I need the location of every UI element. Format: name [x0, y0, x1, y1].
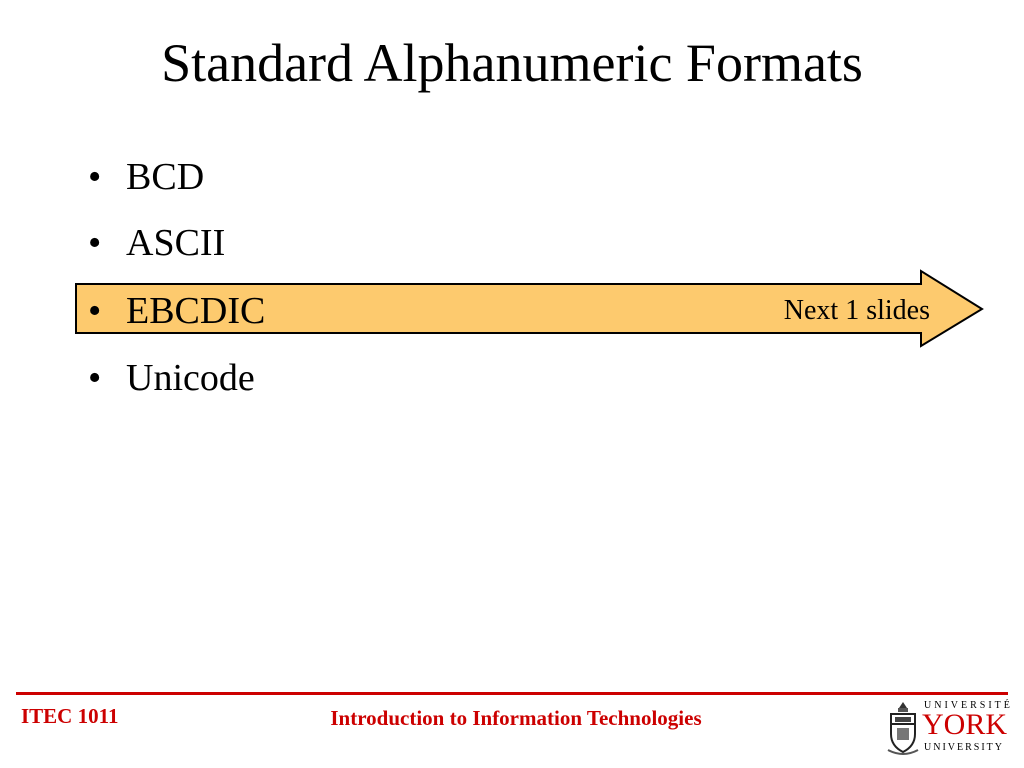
- logo-york-text: YORK: [922, 708, 1008, 741]
- next-slides-label: Next 1 slides: [783, 295, 930, 326]
- york-crest-icon: [887, 702, 919, 755]
- bullet-text: Unicode: [126, 357, 255, 399]
- logo-universite-text: UNIVERSITÉ: [924, 700, 1013, 711]
- york-university-logo: UNIVERSITÉ YORK UNIVERSITY: [886, 700, 1010, 756]
- bullet-text: EBCDIC: [126, 290, 266, 332]
- bullet-glyph: •: [88, 357, 102, 399]
- bullet-item-ebcdic: • EBCDIC: [88, 286, 265, 336]
- slide-title: Standard Alphanumeric Formats: [161, 33, 863, 93]
- bullet-item-ascii: • ASCII: [88, 218, 225, 268]
- bullet-text: BCD: [126, 156, 205, 198]
- bullet-glyph: •: [88, 156, 102, 198]
- bullet-item-unicode: • Unicode: [88, 353, 255, 403]
- logo-university-text: UNIVERSITY: [924, 742, 1004, 753]
- bullet-glyph: •: [88, 222, 102, 264]
- course-title: Introduction to Information Technologies: [330, 706, 702, 730]
- course-code: ITEC 1011: [21, 704, 119, 728]
- bullet-glyph: •: [88, 290, 102, 332]
- arrow-shape: [75, 269, 984, 348]
- bullet-text: ASCII: [126, 222, 226, 264]
- bullet-item-bcd: • BCD: [88, 152, 204, 202]
- footer-divider: [16, 692, 1008, 695]
